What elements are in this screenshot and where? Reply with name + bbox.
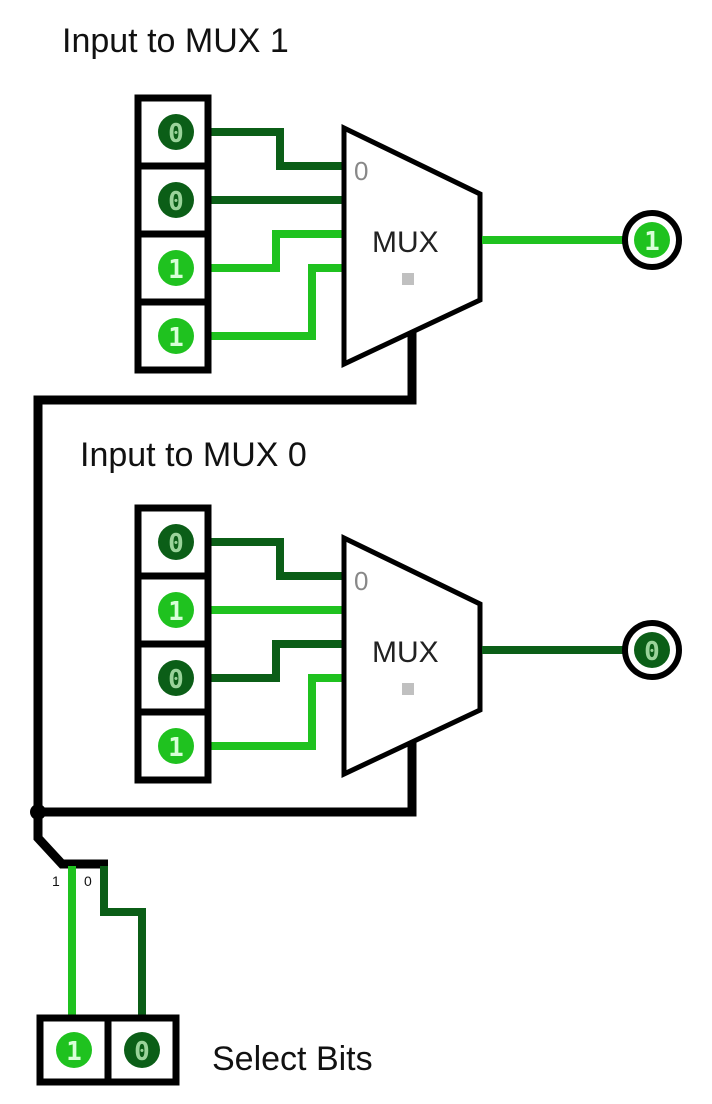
mux1-group-input-2-value: 1 [168,255,184,285]
mux0-group-mux-label: MUX [372,636,439,669]
mux1-group-input-wire-2 [196,230,344,272]
select-bit-0-led [56,1032,92,1068]
splitter-label-0: 0 [84,873,92,889]
mux0-group-input-0-value: 0 [168,529,184,559]
mux0-group-mux-body [341,534,483,778]
mux0-title: Input to MUX 0 [80,436,307,474]
mux0-group-input-wire-3 [196,674,344,750]
mux1-group-input-1-led [158,182,194,218]
mux0-group-select-port [402,683,414,695]
splitter-label-1: 1 [52,873,60,889]
junction-dot [30,804,46,820]
select-bus: 1 0 [30,290,417,889]
mux1-group-input-3-led [158,318,194,354]
select-bit-1-led [124,1032,160,1068]
mux0-group-output-value: 0 [644,637,660,667]
mux1-group-input-0-led [158,114,194,150]
mux0-group-input-3-value: 1 [168,733,184,763]
mux1-group-input-1-value: 0 [168,187,184,217]
mux0-group-input-1-led [158,592,194,628]
mux0-group-input-0-led [158,524,194,560]
mux1-group-mux-label: MUX [372,226,439,259]
mux1-group-input-2-led [158,250,194,286]
mux1-group-input-wire-0 [196,128,344,170]
mux1-group-input-wire-3 [196,264,344,340]
select-bus-wire [33,290,417,817]
mux1-title: Input to MUX 1 [62,22,289,60]
mux1-group-output-led [634,222,670,258]
mux1-group-output-value: 1 [644,227,660,257]
mux1-group-port-zero-label: 0 [354,156,368,186]
mux0-group-port-zero-label: 0 [354,566,368,596]
mux1-group-select-port [402,273,414,285]
mux0-group-input-wire-2 [196,640,344,682]
mux0-group-input-2-led [158,660,194,696]
mux1-group-input-0-value: 0 [168,119,184,149]
select-wire-0 [100,866,146,1030]
select-bit-1-value: 0 [134,1037,150,1067]
select-bits-title: Select Bits [212,1040,373,1078]
mux0-group-input-wire-0 [196,538,344,580]
select-bit-0-value: 1 [66,1037,82,1067]
mux0-group-output-led [634,632,670,668]
mux0-group-input-1-value: 1 [168,597,184,627]
mux0-group-input-3-led [158,728,194,764]
splitter-stem [33,812,108,869]
mux0-group-input-2-value: 0 [168,665,184,695]
mux1-group-mux-body [341,124,483,368]
mux1-group-input-3-value: 1 [168,323,184,353]
